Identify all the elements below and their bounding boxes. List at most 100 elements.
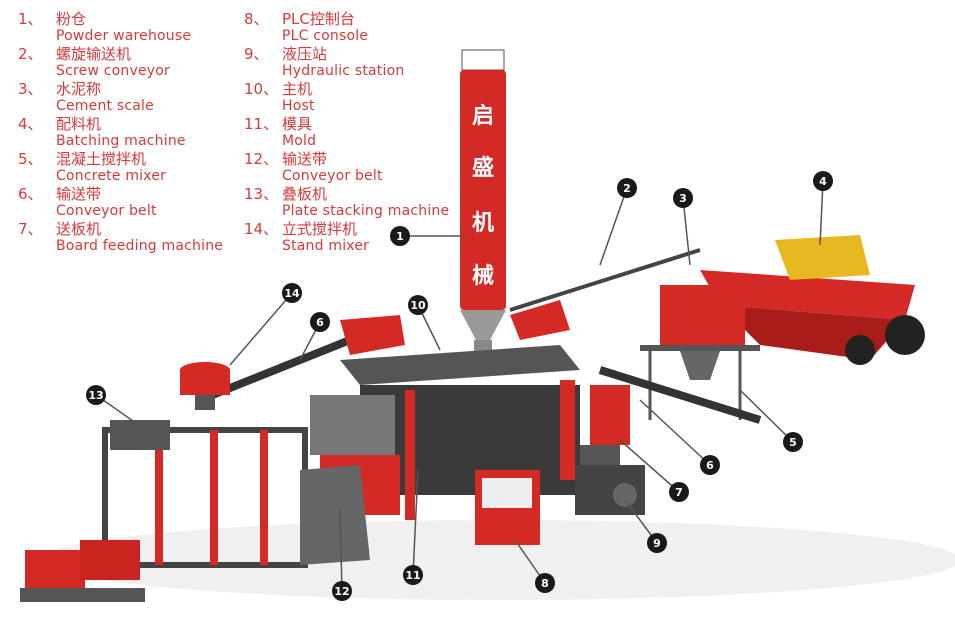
callout-number: 10: [410, 299, 426, 312]
legend-en: Stand mixer: [282, 238, 370, 254]
callout-circle: [310, 312, 330, 332]
callout-7: 7: [619, 439, 689, 502]
legend-zh: 输送带: [282, 150, 328, 168]
callout-number: 12: [334, 585, 349, 598]
callout-number: 11: [405, 569, 420, 582]
legend-number: 4、: [18, 115, 43, 133]
callout-leader-line: [339, 509, 343, 592]
legend-en: Hydraulic station: [282, 63, 405, 79]
legend-number: 5、: [18, 150, 43, 168]
legend-zh: 螺旋输送机: [56, 45, 132, 63]
callout-leader-line: [739, 389, 794, 443]
legend-zh: 水泥称: [56, 80, 102, 98]
callout-leader-line: [599, 187, 628, 266]
callout-circle: [617, 178, 637, 198]
silo-char: 启: [471, 103, 494, 129]
ground-shadow: [40, 520, 955, 600]
legend-en: Concrete mixer: [56, 168, 167, 184]
legend-en: Host: [282, 98, 315, 114]
callout-number: 8: [541, 577, 549, 590]
legend-zh: 送板机: [56, 220, 102, 238]
callout-circle: [403, 565, 423, 585]
callout-number: 3: [679, 192, 687, 205]
feed-hopper-right: [510, 300, 570, 340]
callout-circle: [700, 455, 720, 475]
callout-circle: [390, 226, 410, 246]
silo-char: 盛: [471, 155, 494, 181]
legend-number: 6、: [18, 185, 43, 203]
board-feeder: [590, 385, 630, 445]
callout-5: 5: [739, 389, 803, 452]
legend-number: 13、: [244, 185, 279, 203]
legend-en: Powder warehouse: [56, 28, 192, 44]
legend-number: 12、: [244, 150, 279, 168]
legend-zh: 立式搅拌机: [282, 220, 358, 238]
batching-machine: [700, 235, 925, 365]
callout-2: 2: [599, 178, 637, 266]
callout-number: 7: [675, 486, 683, 499]
callout-13: 13: [86, 385, 161, 441]
callout-leader-line: [682, 197, 691, 266]
output-conveyor: [300, 465, 370, 565]
callout-number: 13: [88, 389, 103, 402]
screw-conveyor: [509, 248, 701, 312]
callout-leader-line: [819, 180, 824, 246]
callout-9: 9: [624, 499, 667, 553]
legend-number: 10、: [244, 80, 279, 98]
callout-leader-line: [229, 292, 293, 366]
stand-mixer: [180, 362, 230, 410]
callout-number: 6: [706, 459, 714, 472]
conveyor-belt-right: [598, 366, 762, 424]
legend-en: PLC console: [282, 28, 369, 44]
legend-en: Mold: [282, 133, 317, 149]
legend-en: Board feeding machine: [56, 238, 224, 254]
feed-hopper-left: [340, 315, 405, 355]
callout-circle: [282, 283, 302, 303]
plate-stacker: [102, 420, 308, 568]
hydraulic-station: [575, 445, 645, 515]
callout-10: 10: [408, 295, 441, 351]
callout-circle: [408, 295, 428, 315]
legend-number: 8、: [244, 10, 269, 28]
callout-14: 14: [229, 283, 302, 366]
legend-number: 14、: [244, 220, 279, 238]
callout-leader-line: [412, 469, 419, 576]
callout-number: 1: [396, 230, 404, 243]
callout-leader-line: [619, 439, 680, 493]
legend-en: Plate stacking machine: [282, 203, 450, 219]
callout-circle: [332, 581, 352, 601]
legend-zh: 输送带: [56, 185, 102, 203]
powder-silo: [460, 49, 506, 360]
legend-zh: PLC控制台: [282, 10, 355, 28]
callout-circle: [813, 171, 833, 191]
silo-char: 械: [471, 263, 494, 289]
legend-number: 11、: [244, 115, 279, 133]
callout-leader-line: [95, 394, 161, 441]
callout-circle: [669, 482, 689, 502]
callout-circle: [86, 385, 106, 405]
legend-zh: 混凝土搅拌机: [56, 150, 147, 168]
legend-en: Cement scale: [56, 98, 154, 114]
callout-leader-line: [639, 399, 711, 466]
legend-en: Conveyor belt: [282, 168, 383, 184]
legend-number: 2、: [18, 45, 43, 63]
callout-8: 8: [514, 539, 555, 593]
callout-number: 6: [316, 316, 324, 329]
callout-circle: [647, 533, 667, 553]
legend-number: 7、: [18, 220, 43, 238]
